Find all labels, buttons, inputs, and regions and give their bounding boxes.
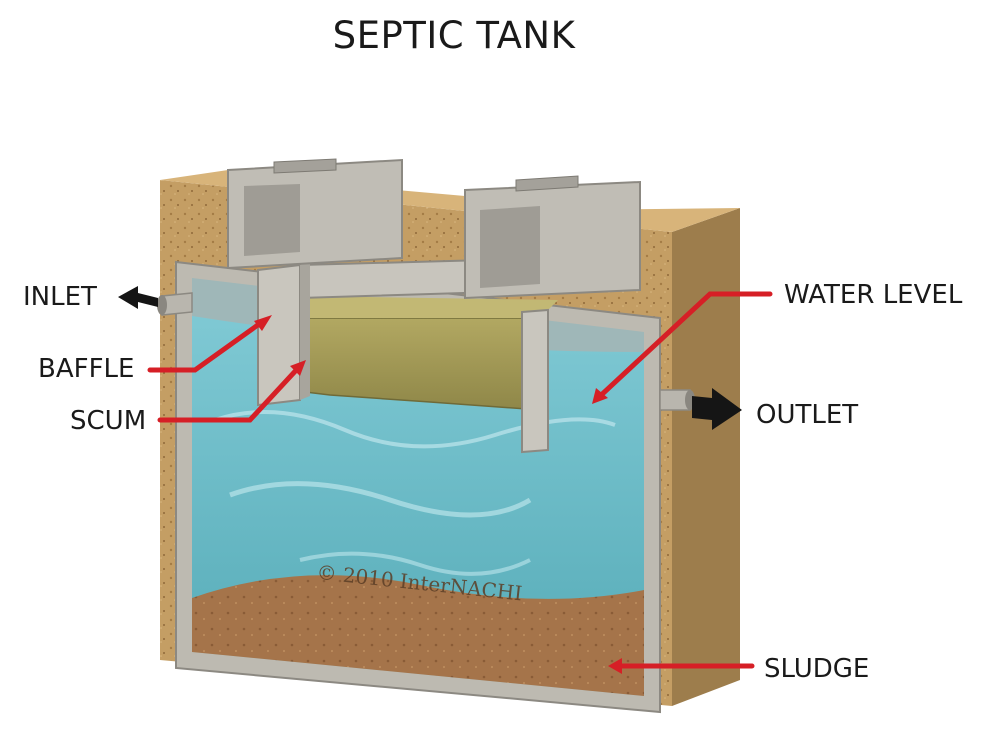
baffle-leader xyxy=(147,319,265,373)
scum-top xyxy=(272,296,558,318)
inlet-flow-arrow xyxy=(118,286,158,309)
outlet-flow-arrow xyxy=(692,388,742,430)
inlet-pipe xyxy=(157,292,193,316)
outlet-pipe xyxy=(659,389,695,411)
soil-side xyxy=(672,208,740,706)
water-level-leader xyxy=(595,291,773,401)
inlet-label: INLET xyxy=(23,282,97,312)
sludge-label: SLUDGE xyxy=(764,654,870,684)
diagram-title: SEPTIC TANK xyxy=(332,14,576,57)
inlet-baffle xyxy=(257,263,301,407)
baffle-label: BAFFLE xyxy=(38,354,135,384)
water-level-label: WATER LEVEL xyxy=(784,280,963,310)
sludge xyxy=(192,575,644,696)
outlet-label: OUTLET xyxy=(756,400,859,430)
scum-label: SCUM xyxy=(70,406,147,436)
outlet-baffle xyxy=(521,308,549,454)
scum-leader xyxy=(157,363,303,423)
